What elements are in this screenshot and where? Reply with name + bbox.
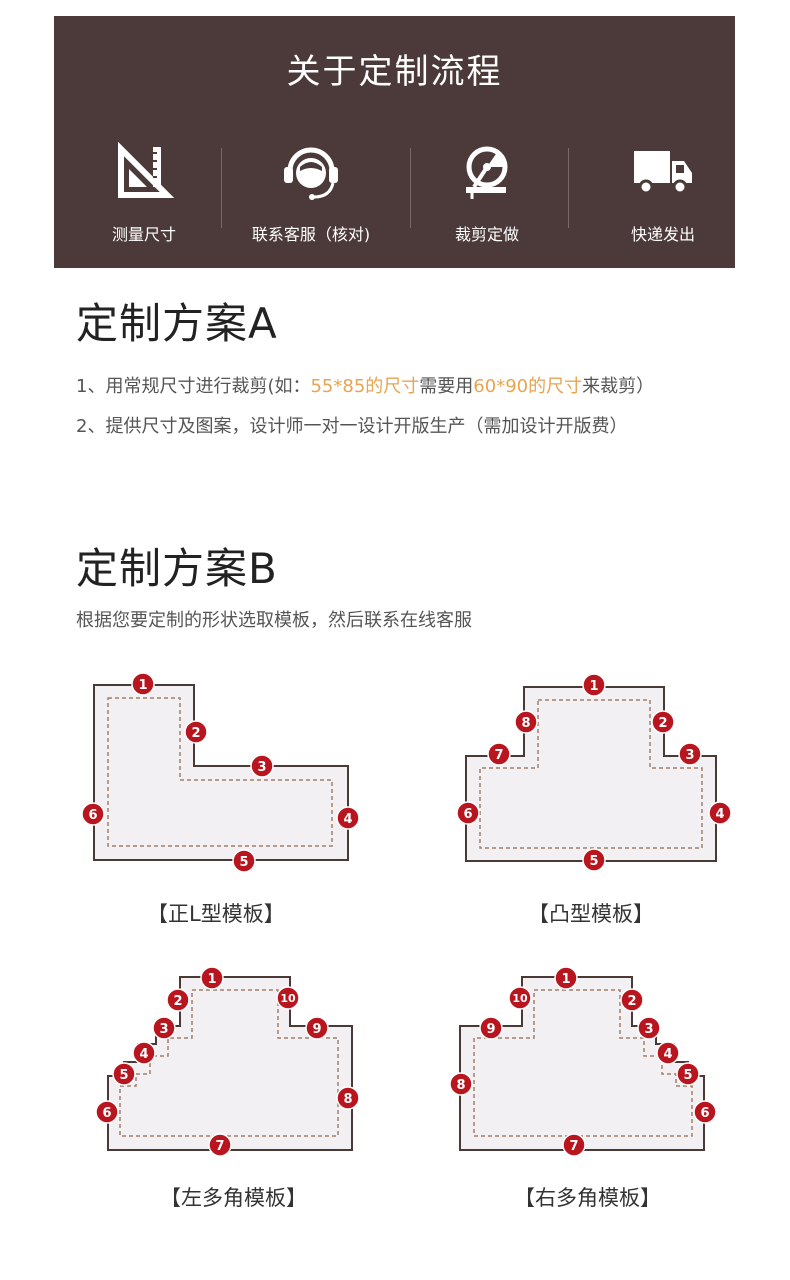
banner-title: 关于定制流程 bbox=[286, 52, 503, 92]
svg-text:8: 8 bbox=[456, 1078, 465, 1093]
template-label: 【右多角模板】 bbox=[514, 1186, 661, 1210]
plan-a-line-2: 2、提供尺寸及图案，设计师一对一设计开版生产（需加设计开版费） bbox=[76, 416, 628, 437]
svg-text:6: 6 bbox=[88, 808, 97, 823]
svg-text:2: 2 bbox=[658, 716, 667, 731]
divider bbox=[221, 148, 222, 228]
text: 1、用常规尺寸进行裁剪(如： bbox=[76, 376, 311, 397]
svg-text:2: 2 bbox=[173, 994, 182, 1009]
svg-text:1: 1 bbox=[561, 972, 570, 987]
svg-text:1: 1 bbox=[207, 972, 216, 987]
ruler-triangle-icon bbox=[118, 141, 175, 198]
plan-a-title: 定制方案A bbox=[76, 299, 278, 348]
svg-text:2: 2 bbox=[627, 994, 636, 1009]
plan-b-desc: 根据您要定制的形状选取模板，然后联系在线客服 bbox=[76, 610, 472, 631]
svg-text:5: 5 bbox=[119, 1068, 128, 1083]
text: 需要用 bbox=[419, 376, 474, 397]
svg-text:10: 10 bbox=[512, 992, 528, 1005]
marker-badges: 1 2 3 4 5 6 7 8 9 10 bbox=[95, 966, 360, 1157]
headset-support-icon bbox=[284, 147, 338, 200]
step-measure: 测量尺寸 bbox=[59, 141, 229, 251]
svg-text:7: 7 bbox=[569, 1139, 578, 1154]
svg-text:6: 6 bbox=[700, 1106, 709, 1121]
svg-text:4: 4 bbox=[343, 812, 352, 827]
process-banner: 关于定制流程 测量尺寸 联系客服（核对) bbox=[54, 16, 735, 268]
template-label: 【正L型模板】 bbox=[147, 902, 285, 926]
marker-badges: 1 2 3 4 5 6 7 8 9 10 bbox=[450, 966, 717, 1157]
svg-text:6: 6 bbox=[463, 807, 472, 822]
svg-text:10: 10 bbox=[280, 992, 296, 1005]
plan-a-line-1: 1、用常规尺寸进行裁剪(如：55*85的尺寸需要用60*90的尺寸来裁剪） bbox=[76, 372, 654, 398]
svg-text:5: 5 bbox=[589, 854, 598, 869]
svg-text:5: 5 bbox=[683, 1068, 692, 1083]
svg-text:8: 8 bbox=[343, 1092, 352, 1107]
svg-text:1: 1 bbox=[138, 678, 147, 693]
template-right-multi-corner[interactable]: 1 2 3 4 5 6 7 8 9 10 bbox=[450, 960, 730, 1160]
plan-b-title: 定制方案B bbox=[76, 544, 278, 593]
template-label: 【左多角模板】 bbox=[160, 1186, 307, 1210]
template-label: 【凸型模板】 bbox=[528, 902, 654, 926]
step-cut: 裁剪定做 bbox=[402, 141, 572, 251]
cutting-machine-icon bbox=[466, 146, 508, 199]
svg-text:6: 6 bbox=[102, 1106, 111, 1121]
delivery-truck-icon bbox=[634, 151, 692, 195]
svg-text:4: 4 bbox=[139, 1047, 148, 1062]
svg-text:9: 9 bbox=[312, 1022, 321, 1037]
divider bbox=[568, 148, 569, 228]
highlight-size: 55*85的尺寸 bbox=[310, 376, 420, 397]
template-convex-shape[interactable]: 1 2 3 4 5 6 7 8 bbox=[450, 668, 740, 878]
svg-text:8: 8 bbox=[521, 716, 530, 731]
step-ship: 快递发出 bbox=[578, 141, 748, 251]
svg-text:7: 7 bbox=[215, 1139, 224, 1154]
step-label: 裁剪定做 bbox=[454, 225, 519, 244]
svg-text:7: 7 bbox=[494, 748, 503, 763]
text: 来裁剪） bbox=[582, 376, 655, 397]
step-label: 联系客服（核对) bbox=[251, 225, 371, 244]
svg-text:3: 3 bbox=[257, 760, 266, 775]
svg-text:2: 2 bbox=[191, 726, 200, 741]
svg-text:3: 3 bbox=[159, 1022, 168, 1037]
svg-text:1: 1 bbox=[589, 679, 598, 694]
template-left-multi-corner[interactable]: 1 2 3 4 5 6 7 8 9 10 bbox=[90, 960, 370, 1160]
highlight-size: 60*90的尺寸 bbox=[473, 376, 583, 397]
marker-badges: 1 2 3 4 5 6 bbox=[81, 672, 360, 873]
step-contact: 联系客服（核对) bbox=[226, 141, 396, 251]
step-label: 快递发出 bbox=[630, 225, 695, 244]
svg-text:3: 3 bbox=[644, 1022, 653, 1037]
divider bbox=[410, 148, 411, 228]
svg-text:4: 4 bbox=[715, 807, 724, 822]
svg-text:4: 4 bbox=[663, 1047, 672, 1062]
svg-text:3: 3 bbox=[685, 748, 694, 763]
svg-text:9: 9 bbox=[486, 1022, 495, 1037]
svg-text:5: 5 bbox=[239, 855, 248, 870]
template-l-shape[interactable]: 1 2 3 4 5 6 bbox=[70, 668, 370, 878]
step-label: 测量尺寸 bbox=[111, 225, 176, 244]
marker-badges: 1 2 3 4 5 6 7 8 bbox=[456, 673, 732, 872]
